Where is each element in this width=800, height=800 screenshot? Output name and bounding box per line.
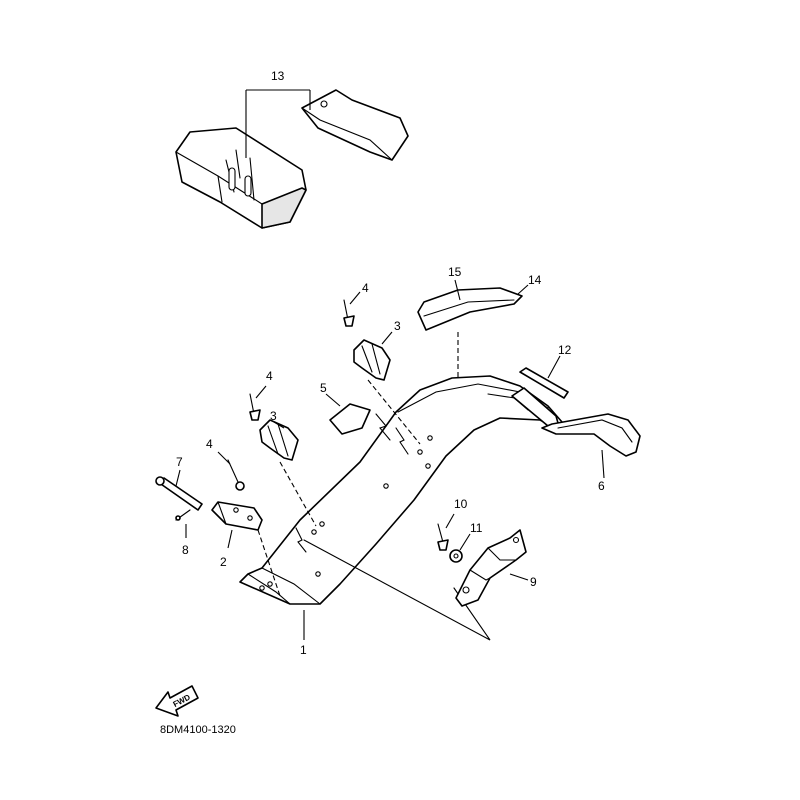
callout-11: 11 — [470, 521, 483, 535]
leader-14 — [517, 284, 529, 295]
leader-12 — [547, 355, 561, 379]
part-6-grab-bar — [541, 413, 641, 457]
leader-5 — [325, 393, 341, 407]
part-9-box-bracket — [455, 529, 527, 607]
part-1-main-panel — [239, 375, 563, 605]
callout-3-upper: 3 — [394, 319, 401, 333]
part-15-seat-pad — [417, 287, 523, 331]
callout-4-upper: 4 — [362, 281, 369, 295]
leader-10 — [445, 513, 455, 529]
part-8-pin — [175, 509, 191, 521]
leader-4-lower — [217, 451, 231, 465]
leader-6 — [601, 449, 605, 479]
leader-15 — [454, 279, 461, 301]
part-2-bracket — [211, 501, 263, 531]
callout-4-middle: 4 — [266, 369, 273, 383]
fwd-arrow-icon: FWD — [155, 685, 199, 717]
part-7-bolt — [155, 476, 203, 511]
part-10-screw — [437, 523, 449, 551]
part-11-washer — [449, 549, 463, 563]
leader-11 — [459, 533, 471, 551]
callout-8: 8 — [182, 543, 189, 557]
part-4-screw-lower — [227, 459, 245, 491]
callout-3-middle: 3 — [270, 409, 277, 423]
callout-4-lower: 4 — [206, 437, 213, 451]
callout-15: 15 — [448, 265, 462, 279]
leader-3-middle — [273, 421, 285, 429]
callout-2: 2 — [220, 555, 227, 569]
callout-7: 7 — [176, 455, 183, 469]
part-3-clip-middle — [259, 419, 299, 461]
callout-5: 5 — [320, 381, 327, 395]
leader-7 — [175, 469, 181, 487]
part-13-leader — [245, 89, 311, 158]
leader-3-upper — [381, 331, 393, 345]
guide-2 — [257, 529, 281, 597]
leader-9 — [509, 573, 529, 581]
callout-9: 9 — [530, 575, 537, 589]
guide-3-middle — [279, 461, 317, 527]
part-5-small-pad — [329, 403, 371, 435]
drawing-code: 8DM4100-1320 — [160, 724, 236, 736]
guide-3-upper — [367, 379, 421, 445]
part-4-screw-middle — [249, 393, 261, 421]
part-13-cover-set — [175, 89, 409, 229]
callout-10: 10 — [454, 497, 468, 511]
callout-13: 13 — [271, 69, 285, 83]
leader-2 — [227, 529, 233, 549]
part-4-screw-upper — [343, 299, 355, 327]
callout-1: 1 — [300, 643, 307, 657]
callout-12: 12 — [558, 343, 572, 357]
leader-4-middle — [255, 385, 267, 399]
callout-14: 14 — [528, 273, 542, 287]
part-3-clip-upper — [353, 339, 391, 381]
leader-4-upper — [349, 291, 361, 305]
callout-6: 6 — [598, 479, 605, 493]
part-12-stay — [519, 367, 569, 399]
